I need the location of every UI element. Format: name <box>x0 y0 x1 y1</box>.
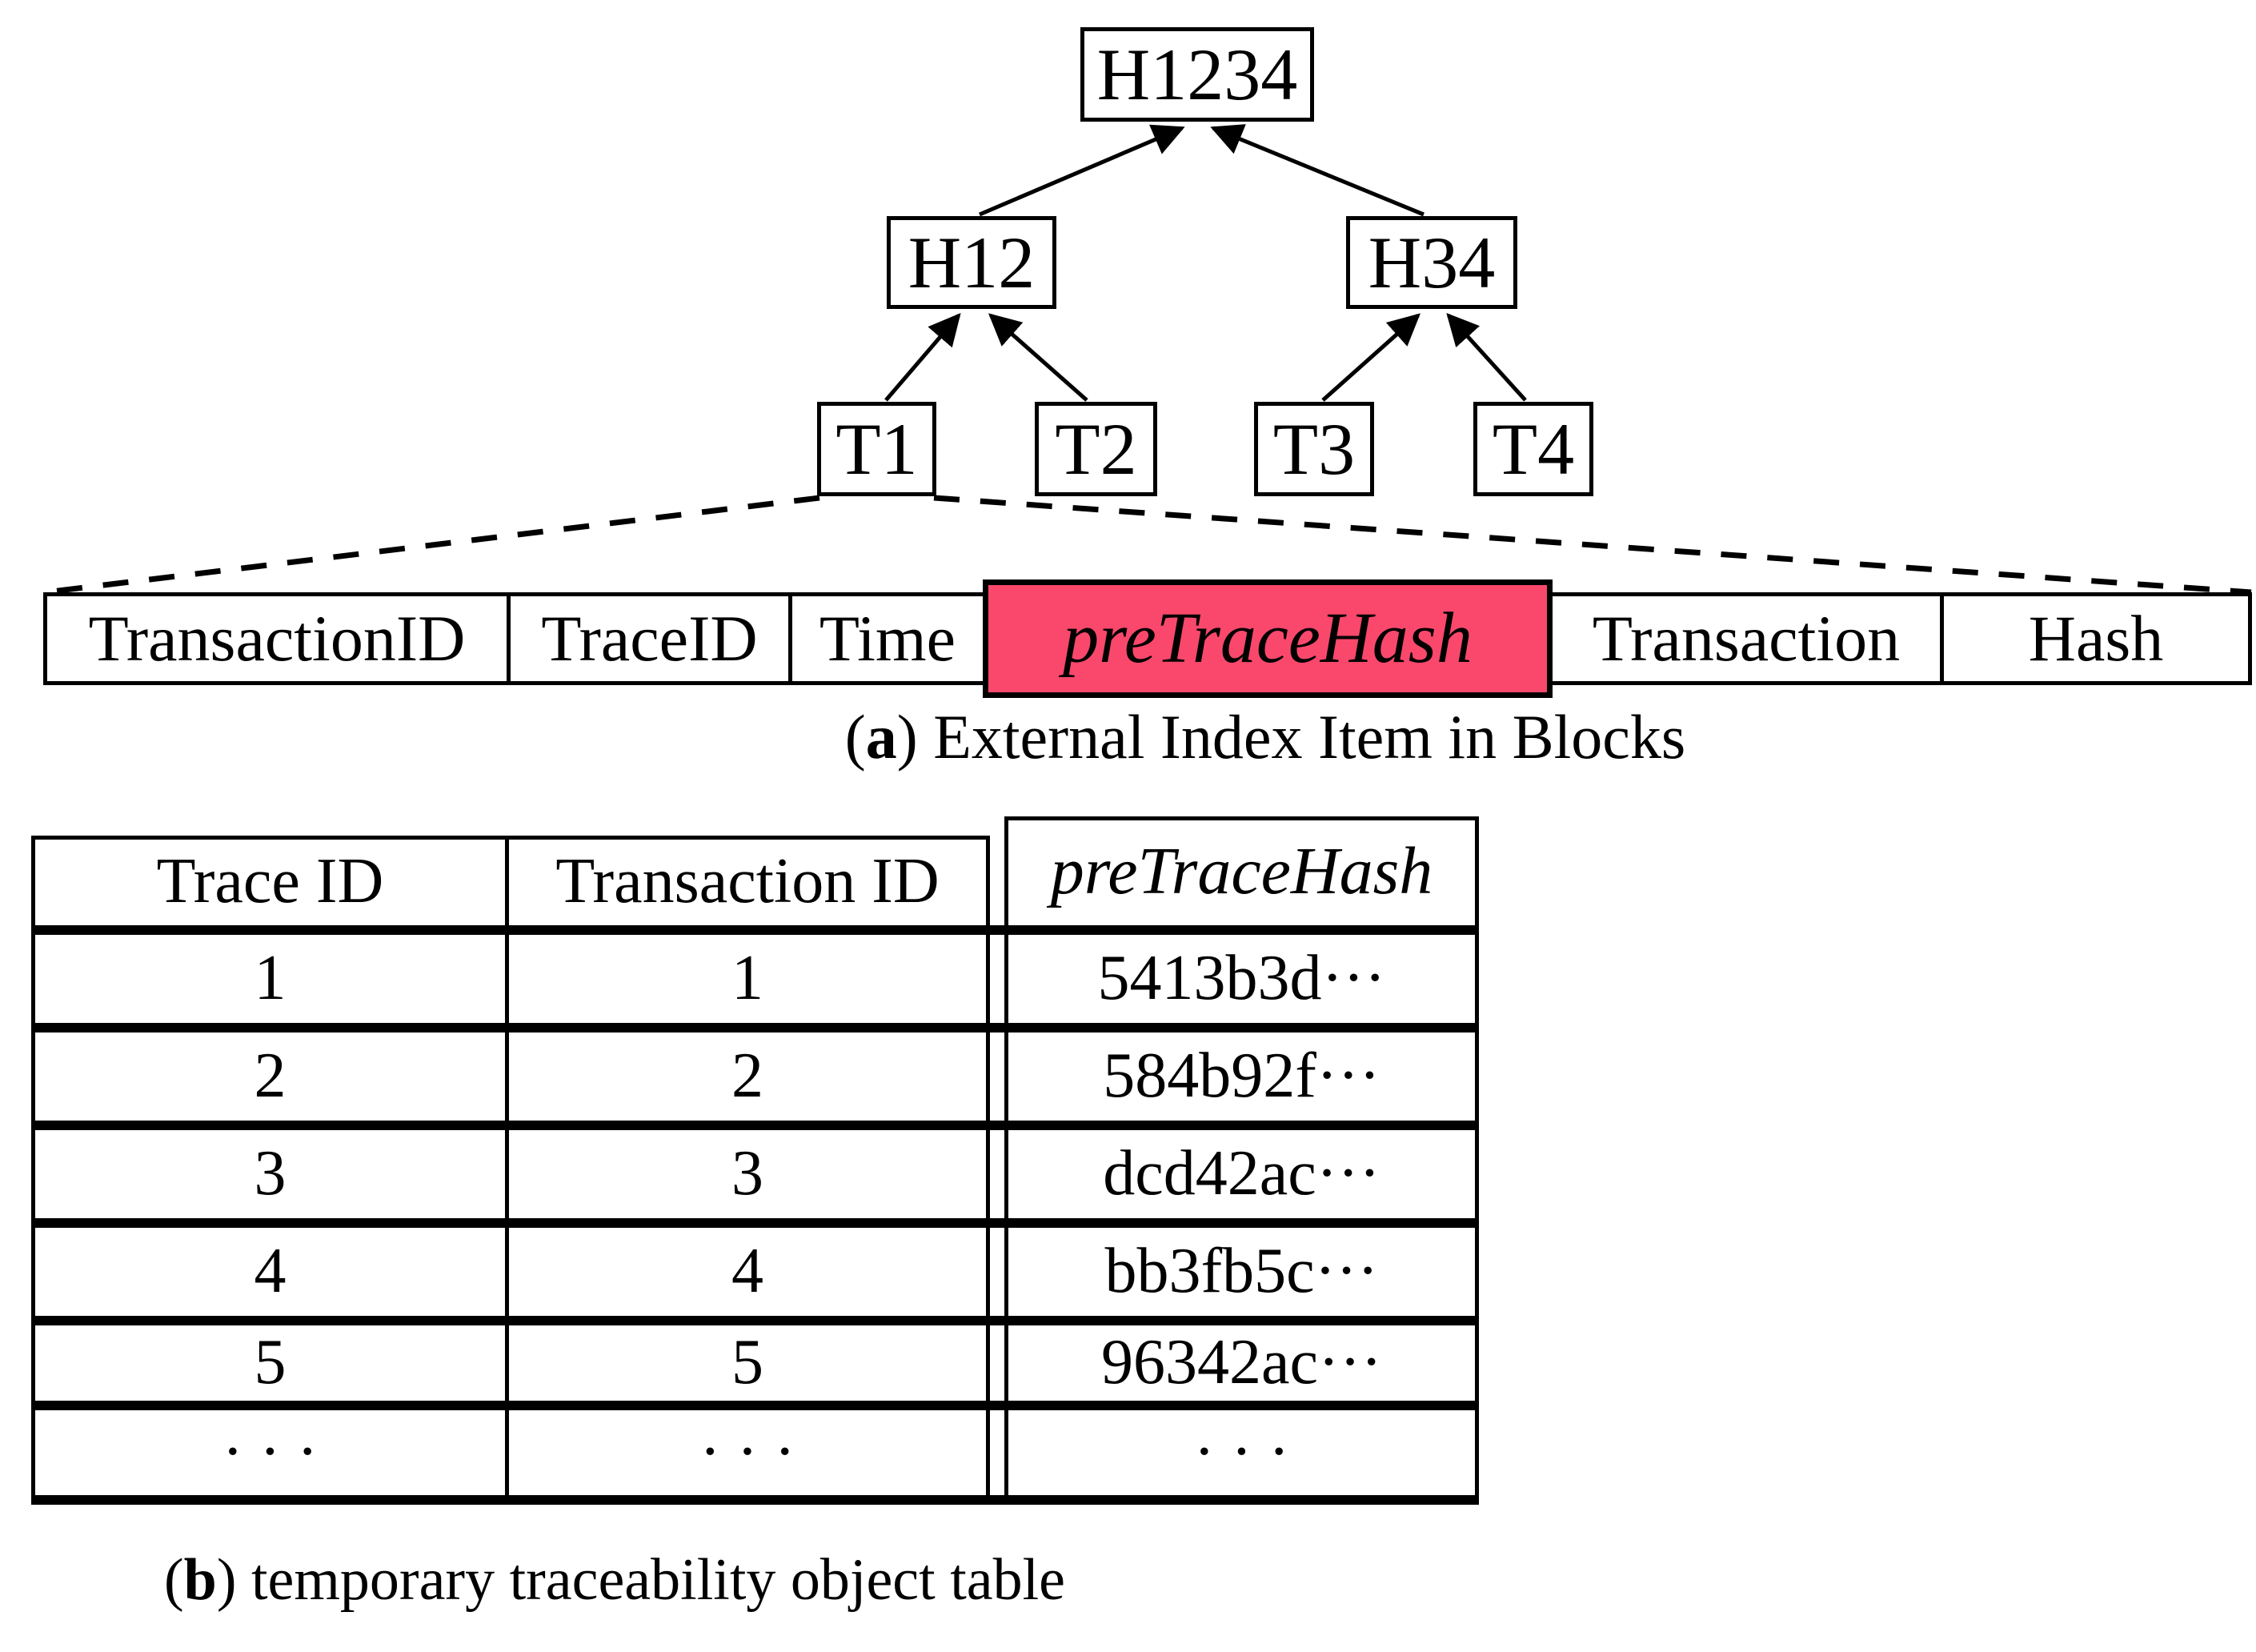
trace-table-ellipsis-cell: · · · <box>1193 1417 1290 1487</box>
merkle-node-h34: H34 <box>1346 216 1517 309</box>
merkle-edge-t4-h34 <box>1446 313 1527 402</box>
trace-table-header-pretracehash: preTraceHash <box>1050 834 1433 908</box>
index-field-time: Time <box>788 592 987 685</box>
index-field-trace-id: TraceID <box>507 592 792 685</box>
trace-table-row-line-1 <box>31 925 1479 935</box>
merkle-leaf-t1: T1 <box>817 402 936 496</box>
trace-table-row-line-6 <box>31 1401 1479 1410</box>
caption-a-text: External Index Item in Blocks <box>933 702 1686 772</box>
trace-table-cell: 1 <box>731 943 763 1013</box>
caption-b-paren-open: ( <box>164 1547 184 1613</box>
caption-a-paren-close: ) <box>896 702 934 772</box>
trace-table-main-box <box>31 836 990 1500</box>
trace-table-cell: 2 <box>731 1041 763 1111</box>
trace-table-cell: 5413b3d··· <box>1097 943 1386 1013</box>
merkle-edge-h34-root <box>1210 124 1425 217</box>
trace-table-cell: 5 <box>254 1327 287 1397</box>
caption-a: (a) External Index Item in Blocks <box>745 703 1785 772</box>
caption-b-paren-close: ) <box>216 1547 251 1613</box>
index-field-pretracehash-highlighted: preTraceHash <box>983 579 1553 698</box>
merkle-node-root: H1234 <box>1080 27 1314 122</box>
trace-table-cell: 1 <box>254 943 287 1013</box>
trace-table-cell: 4 <box>731 1236 763 1306</box>
merkle-leaf-t2: T2 <box>1035 402 1157 496</box>
caption-a-paren-open: ( <box>844 702 866 772</box>
expand-dashed-right <box>933 495 2252 595</box>
trace-table-bottom-line <box>31 1495 1479 1505</box>
trace-table-cell: 5 <box>731 1327 763 1397</box>
caption-b: (b) temporary traceability object table <box>164 1547 1065 1613</box>
trace-table-column-divider <box>505 836 509 1500</box>
trace-table-cell: 2 <box>254 1041 287 1111</box>
merkle-node-h12: H12 <box>887 216 1056 309</box>
index-field-hash: Hash <box>1940 592 2252 685</box>
trace-table-row-line-3 <box>31 1121 1479 1130</box>
trace-table-cell: 3 <box>254 1138 287 1209</box>
index-field-transaction: Transaction <box>1549 592 1944 685</box>
trace-table-row-line-2 <box>31 1023 1479 1032</box>
trace-table-header-trace-id: Trace ID <box>156 846 384 916</box>
trace-table-cell: dcd42ac··· <box>1103 1138 1380 1209</box>
merkle-edge-t2-h12 <box>988 313 1088 402</box>
trace-table-cell: 3 <box>731 1138 763 1209</box>
trace-table-cell: 4 <box>254 1236 287 1306</box>
trace-table-row-line-5 <box>31 1316 1479 1325</box>
trace-table-cell: 96342ac··· <box>1101 1327 1382 1397</box>
trace-table-cell: bb3fb5c··· <box>1104 1236 1379 1306</box>
merkle-edge-t3-h34 <box>1321 313 1421 402</box>
index-field-transaction-id: TransactionID <box>43 592 511 685</box>
merkle-edge-t1-h12 <box>884 312 961 402</box>
caption-a-marker: a <box>865 702 897 772</box>
caption-b-marker: b <box>183 1547 217 1613</box>
merkle-leaf-t4: T4 <box>1473 402 1593 496</box>
merkle-leaf-t3: T3 <box>1254 402 1374 496</box>
trace-table-row-line-4 <box>31 1218 1479 1228</box>
trace-table-ellipsis-cell: · · · <box>222 1417 319 1487</box>
trace-table-ellipsis-cell: · · · <box>699 1417 795 1487</box>
merkle-edge-h12-root <box>979 124 1185 217</box>
expand-dashed-left <box>44 495 820 595</box>
caption-b-text: temporary traceability object table <box>250 1547 1065 1613</box>
trace-table-cell: 584b92f··· <box>1103 1041 1380 1111</box>
trace-table-header-transaction-id: Transaction ID <box>555 846 940 916</box>
